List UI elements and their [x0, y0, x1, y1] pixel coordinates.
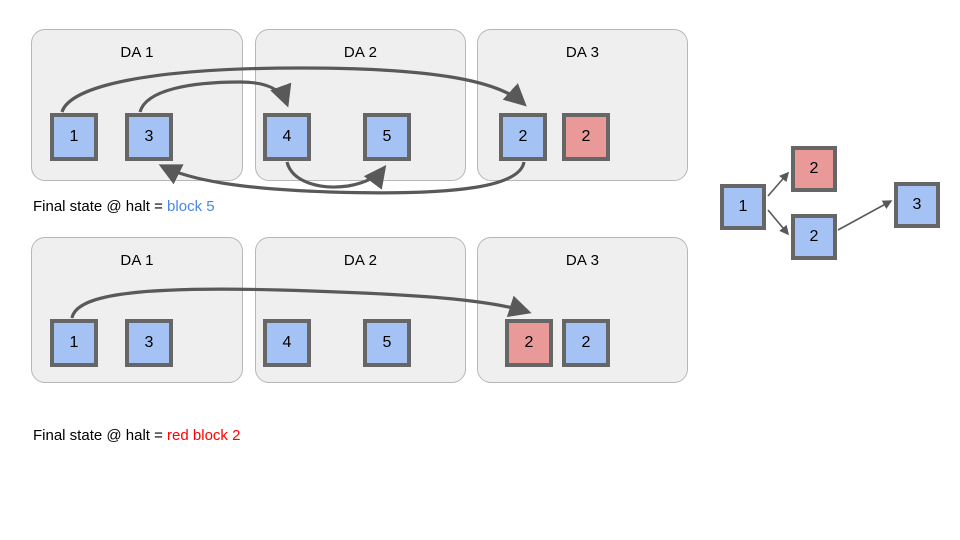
block-da3-2-red[interactable]: 2 — [562, 113, 610, 161]
caption-bottom: Final state @ halt = red block 2 — [33, 427, 240, 444]
block-da2-4[interactable]: 4 — [263, 113, 311, 161]
graph-edge-1-to-2red — [767, 171, 790, 197]
block-da1-3[interactable]: 3 — [125, 319, 173, 367]
da-container-label: DA 1 — [120, 252, 154, 269]
caption-prefix: Final state @ halt = — [33, 198, 168, 215]
block-da3-2-red[interactable]: 2 — [505, 319, 553, 367]
caption-highlight: block 5 — [167, 198, 215, 215]
block-da1-1[interactable]: 1 — [50, 319, 98, 367]
graph-edge-1-to-2blue — [767, 209, 790, 236]
graph-node-3[interactable]: 3 — [894, 182, 940, 228]
block-da3-2-blue[interactable]: 2 — [499, 113, 547, 161]
block-da1-3[interactable]: 3 — [125, 113, 173, 161]
da-container-label: DA 3 — [565, 44, 600, 61]
da-container-label: DA 2 — [343, 44, 378, 61]
block-da3-2-blue[interactable]: 2 — [562, 319, 610, 367]
graph-node-1[interactable]: 1 — [720, 184, 766, 230]
block-da1-1[interactable]: 1 — [50, 113, 98, 161]
da-container-label: DA 2 — [343, 252, 378, 269]
caption-top: Final state @ halt = block 5 — [33, 198, 215, 215]
block-da2-5[interactable]: 5 — [363, 319, 411, 367]
da-container-label: DA 1 — [120, 44, 154, 61]
da-container-label: DA 3 — [565, 252, 600, 269]
block-da2-5[interactable]: 5 — [363, 113, 411, 161]
graph-node-2-red[interactable]: 2 — [791, 146, 837, 192]
block-da2-4[interactable]: 4 — [263, 319, 311, 367]
caption-prefix: Final state @ halt = — [33, 427, 168, 444]
caption-highlight: red block 2 — [167, 427, 241, 444]
graph-node-2-blue[interactable]: 2 — [791, 214, 837, 260]
graph-edge-2blue-to-3 — [837, 200, 893, 231]
